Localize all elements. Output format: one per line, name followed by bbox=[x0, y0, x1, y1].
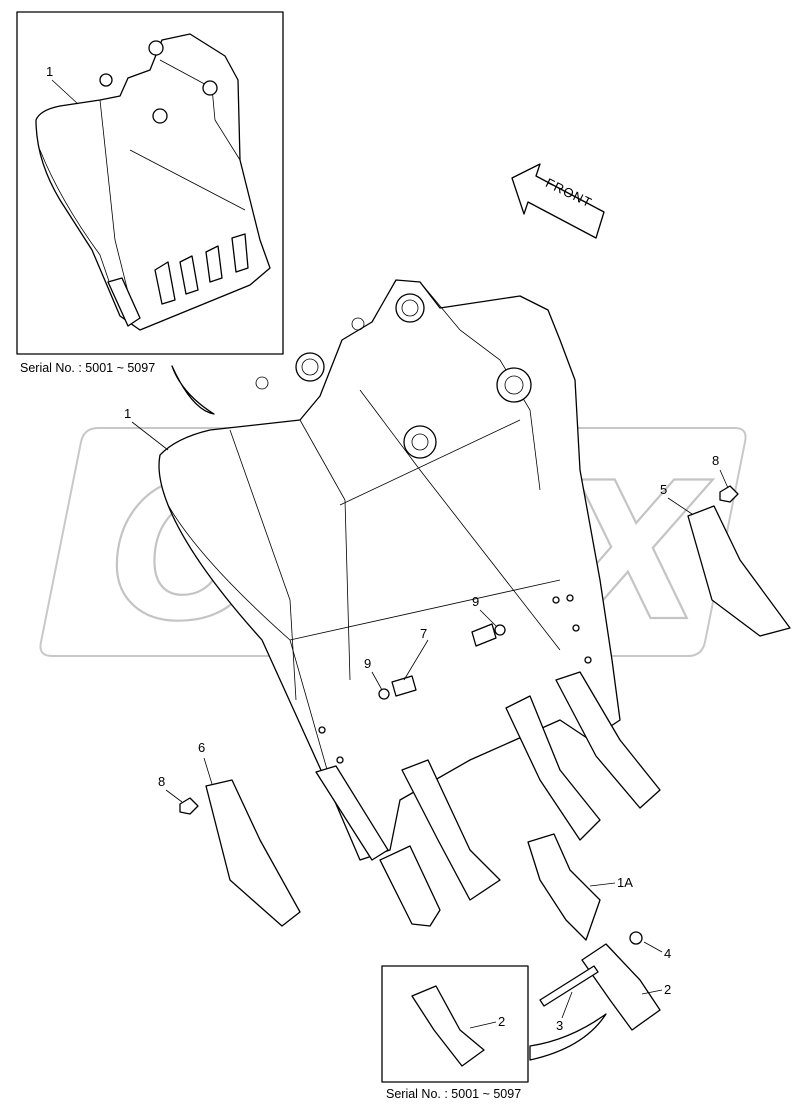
nut-left bbox=[179, 797, 199, 815]
side-cutter-right bbox=[687, 505, 791, 637]
main-bucket-teeth bbox=[379, 671, 661, 927]
callout-9-left: 9 bbox=[364, 656, 371, 671]
callout-5: 5 bbox=[660, 482, 667, 497]
callout-9-right: 9 bbox=[472, 594, 479, 609]
main-bucket bbox=[158, 279, 621, 861]
pin-lock bbox=[629, 931, 643, 945]
inset-pointer-arrow bbox=[171, 365, 215, 415]
front-arrow: FRONT bbox=[511, 163, 605, 239]
callout-7: 7 bbox=[420, 626, 427, 641]
callout-6: 6 bbox=[198, 740, 205, 755]
bottom-inset-frame bbox=[381, 965, 529, 1083]
inset-tooth bbox=[411, 985, 485, 1067]
callout-1: 1 bbox=[124, 406, 131, 421]
callout-4: 4 bbox=[664, 946, 671, 961]
inset-bucket-drawing bbox=[35, 33, 271, 331]
tooth-pin bbox=[539, 965, 599, 1007]
side-cutter-left bbox=[205, 779, 301, 927]
top-inset-frame bbox=[16, 11, 284, 355]
washer-left bbox=[378, 688, 390, 700]
nut-right bbox=[719, 485, 739, 503]
bottom-inset-pointer bbox=[529, 1013, 607, 1061]
tooth bbox=[581, 943, 661, 1031]
bottom-inset: 2 Serial No. : 5001 ~ 5097 bbox=[381, 965, 607, 1101]
bottom-inset-serial: Serial No. : 5001 ~ 5097 bbox=[386, 1087, 521, 1101]
callout-1A: 1A bbox=[617, 875, 633, 890]
top-inset: 1 Serial No. : 5001 ~ 5097 bbox=[16, 11, 284, 415]
callout-8-right: 8 bbox=[712, 453, 719, 468]
callout-8-left: 8 bbox=[158, 774, 165, 789]
washer-right bbox=[494, 624, 506, 636]
callout-3: 3 bbox=[556, 1018, 563, 1033]
tooth-adapter bbox=[527, 833, 601, 941]
bolt-upper bbox=[471, 623, 497, 647]
top-inset-serial: Serial No. : 5001 ~ 5097 bbox=[20, 361, 155, 375]
front-arrow-shape bbox=[511, 163, 605, 239]
callout-2: 2 bbox=[664, 982, 671, 997]
bottom-inset-callout: 2 bbox=[498, 1014, 505, 1029]
inset-callout-1: 1 bbox=[46, 64, 53, 79]
